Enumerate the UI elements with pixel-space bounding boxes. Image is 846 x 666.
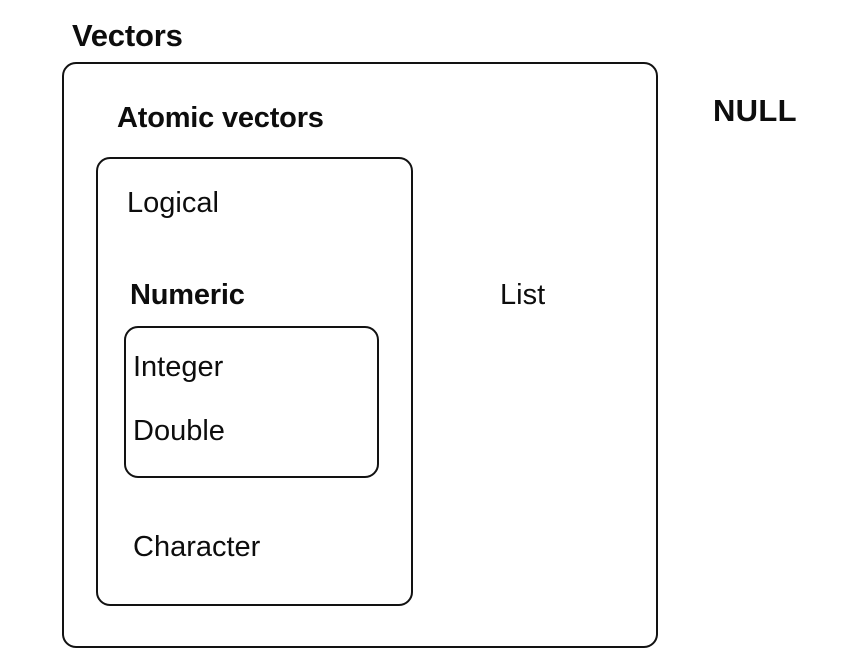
logical-type-label: Logical [127,187,219,219]
atomic-vectors-set-box [96,157,413,606]
vectors-label: Vectors [72,18,183,53]
double-type-label: Double [133,415,225,447]
character-type-label: Character [133,531,261,563]
integer-type-label: Integer [133,351,224,383]
numeric-set-box [124,326,379,478]
vectors-set-box [62,62,658,648]
null-type-label: NULL [713,93,797,128]
numeric-label: Numeric [130,279,245,311]
atomic-vectors-label: Atomic vectors [117,102,324,134]
list-type-label: List [500,279,546,311]
